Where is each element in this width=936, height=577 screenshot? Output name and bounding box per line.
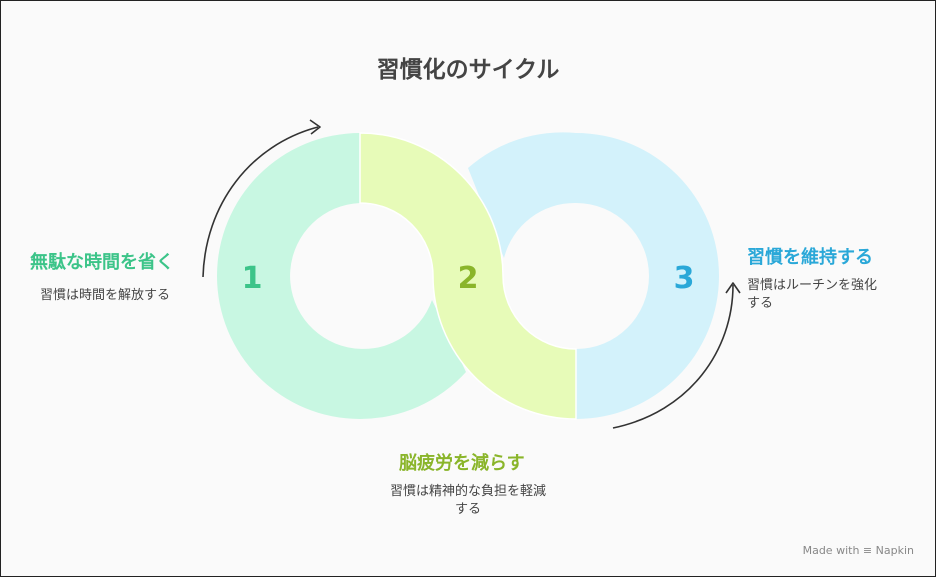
step-number-2: 2 <box>458 261 479 296</box>
step-2-description-line2: する <box>454 502 481 517</box>
ring-segment-3 <box>576 133 719 419</box>
arrow-top-left-head <box>309 119 321 135</box>
step-3-description: 習慣はルーチンを強化 する <box>747 277 877 313</box>
step-1-description: 習慣は時間を解放する <box>40 288 171 303</box>
diagram-title: 習慣化のサイクル <box>376 57 560 83</box>
step-2-description-line1: 習慣は精神的な負担を軽減 <box>389 484 546 499</box>
step-number-3: 3 <box>674 261 695 296</box>
arrow-bottom-right <box>612 284 734 429</box>
step-3-description-line1: 習慣はルーチンを強化 <box>747 278 878 293</box>
arrow-top-left <box>202 126 319 278</box>
napkin-brand: Napkin <box>875 544 914 557</box>
ring-segment-2 <box>359 132 577 420</box>
step-1-heading: 無駄な時間を省く <box>30 252 174 273</box>
step-3-heading: 習慣を維持する <box>747 247 873 268</box>
ring-segment-3-top <box>468 132 576 258</box>
ring-segment-1 <box>217 133 466 419</box>
step-3-description-line2: する <box>747 296 774 311</box>
arrow-bottom-right-head <box>725 282 741 294</box>
made-with-label: Made with <box>802 544 860 557</box>
step-number-1: 1 <box>242 261 263 296</box>
step-2-heading: 脳疲労を減らす <box>399 453 525 474</box>
napkin-logo-icon: ≡ <box>862 544 873 557</box>
made-with-napkin[interactable]: Made with ≡ Napkin <box>803 544 914 557</box>
step-2-description: 習慣は精神的な負担を軽減 する <box>378 483 558 519</box>
